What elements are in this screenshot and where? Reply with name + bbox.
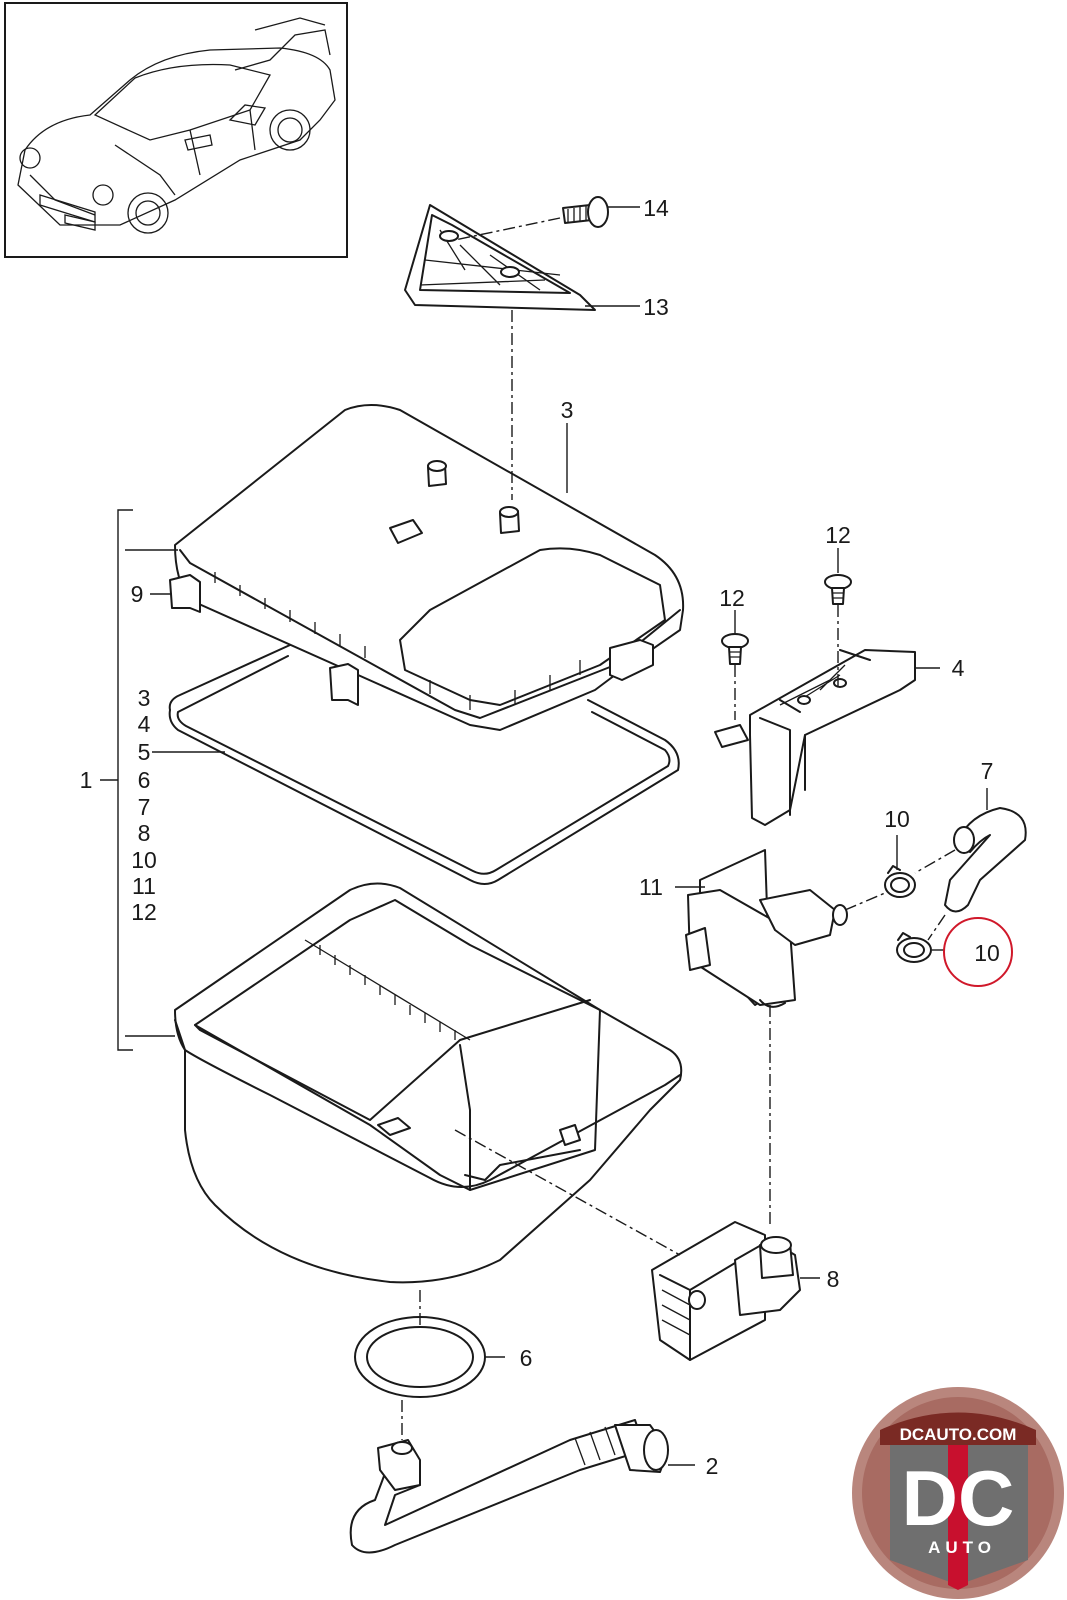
callout-10b: 10	[974, 940, 1000, 966]
screw-12b	[721, 633, 749, 665]
highlight-circle	[943, 917, 1013, 987]
kit-list: 3 4 5 6 7 8 10 11 12	[131, 685, 157, 925]
kit-item: 11	[132, 873, 156, 899]
callout-9: 9	[131, 581, 144, 607]
callout-12a: 12	[825, 522, 851, 548]
callout-14: 14	[643, 195, 669, 221]
callout-3: 3	[561, 397, 574, 423]
valve-11	[685, 849, 848, 1008]
callout-numbers: 1 2 3 4 6 7 8 9 10 10 11 12 12 13 14	[80, 195, 1000, 1479]
kit-item: 8	[138, 820, 151, 846]
car-thumbnail	[4, 2, 348, 258]
pipe-2	[349, 1419, 669, 1554]
callout-13: 13	[643, 294, 669, 320]
group-bracket-1	[100, 509, 178, 1051]
kit-item: 6	[138, 767, 151, 793]
callout-2: 2	[706, 1453, 719, 1479]
kit-item: 4	[138, 711, 151, 737]
clip-9	[169, 574, 359, 706]
callout-6: 6	[520, 1345, 533, 1371]
callout-8: 8	[827, 1266, 840, 1292]
logo-bottom-text: AUTO	[928, 1538, 996, 1557]
bracket-4	[714, 649, 916, 826]
ring-6	[354, 1316, 486, 1398]
callout-4: 4	[952, 655, 965, 681]
clamp-10a	[884, 865, 916, 898]
screw-12a	[824, 574, 852, 605]
upper-cover	[174, 404, 685, 731]
seal-5	[168, 644, 680, 885]
logo-top-text: DCAUTO.COM	[900, 1425, 1017, 1444]
module-8	[651, 1221, 801, 1361]
kit-item: 5	[138, 739, 151, 765]
kit-item: 12	[131, 899, 157, 925]
callout-11: 11	[639, 874, 663, 900]
hose-7	[944, 807, 1027, 913]
callout-10a: 10	[884, 806, 910, 832]
lower-housing	[174, 882, 683, 1284]
kit-item: 7	[138, 794, 151, 820]
clamp-10b	[896, 932, 932, 963]
kit-item: 3	[138, 685, 151, 711]
callout-1: 1	[80, 767, 93, 793]
dcauto-logo: DCAUTO.COM DC AUTO	[852, 1387, 1064, 1599]
kit-item: 10	[131, 847, 157, 873]
leader-lines	[150, 206, 988, 1466]
callout-12b: 12	[719, 585, 745, 611]
triangle-bracket	[404, 204, 596, 311]
bolt-14	[562, 196, 609, 228]
logo-main-text: DC	[902, 1454, 1015, 1542]
callout-7: 7	[981, 758, 994, 784]
